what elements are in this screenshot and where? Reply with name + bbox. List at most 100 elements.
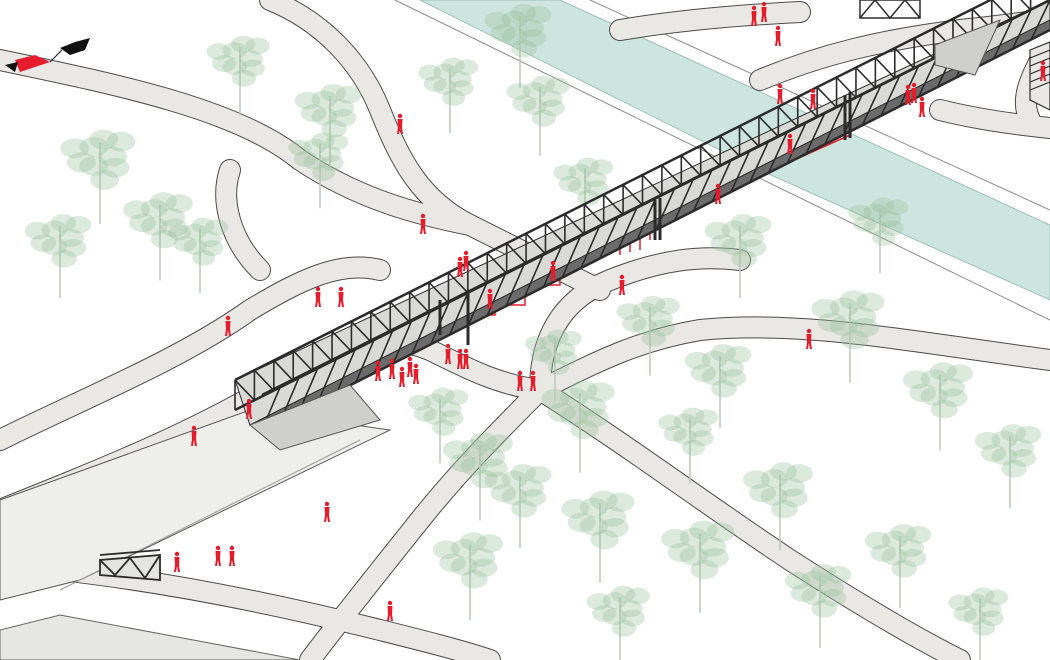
person-icon [389, 358, 395, 379]
person-icon [806, 328, 812, 349]
tree-icon [684, 344, 752, 428]
tree-icon [122, 192, 193, 281]
tree-icon [60, 129, 136, 224]
person-icon [715, 183, 721, 204]
truss-diagonal [373, 328, 395, 374]
truss-diagonal [317, 357, 338, 402]
truss-diagonal [564, 213, 585, 235]
truss-diagonal [874, 57, 896, 79]
truss-diagonal [894, 47, 915, 69]
person-icon [761, 1, 767, 22]
person-icon [407, 356, 413, 377]
tree-icon [661, 520, 735, 613]
person-icon [324, 501, 330, 522]
truss-diagonal [253, 369, 275, 392]
truss-diagonal [917, 56, 939, 98]
truss-diagonal [786, 121, 807, 164]
person-icon [911, 82, 917, 103]
person-icon [399, 366, 405, 387]
tree-icon [484, 4, 552, 88]
truss-diagonal [674, 178, 695, 221]
truss-diagonal [692, 168, 714, 212]
person-icon [550, 260, 556, 281]
truss-diagonal [486, 272, 507, 317]
truss-diagonal [700, 145, 721, 167]
truss-diagonal [1020, 0, 1032, 11]
tree-icon [24, 214, 92, 298]
truss-diagonal [389, 301, 411, 323]
truss-diagonal [603, 193, 624, 216]
tree-icon [432, 532, 503, 621]
truss-diagonal [292, 350, 314, 372]
person-icon [215, 545, 221, 566]
truss-diagonal [542, 244, 563, 288]
truss-diagonal [580, 225, 601, 269]
person-icon [787, 133, 793, 154]
truss-diagonal [711, 159, 732, 202]
tree-icon [784, 564, 852, 648]
truss-diagonal [336, 347, 357, 393]
truss-diagonal [331, 330, 353, 352]
truss-diagonal [758, 115, 779, 138]
truss-diagonal [1030, 0, 1050, 40]
tree-icon [658, 407, 719, 484]
person-icon [810, 88, 816, 109]
truss-diagonal [680, 154, 702, 177]
truss-diagonal [622, 184, 644, 206]
truss-diagonal [842, 93, 864, 136]
truss-diagonal [544, 223, 566, 245]
person-icon [338, 286, 344, 307]
stair-icon [1029, 41, 1050, 111]
tree-icon [561, 490, 635, 583]
truss-diagonal [855, 67, 876, 89]
upper-truss [859, 0, 921, 20]
truss-diagonal [598, 215, 620, 259]
truss-diagonal [992, 18, 1014, 59]
tree-icon [974, 424, 1042, 508]
truss-diagonal [447, 272, 469, 294]
tree-icon [553, 157, 614, 234]
person-icon [229, 545, 235, 566]
truss-diagonal [234, 379, 255, 401]
person-icon [445, 343, 451, 364]
truss-diagonal [636, 197, 657, 240]
truss-diagonal [805, 112, 826, 155]
person-icon [905, 84, 911, 105]
truss-diagonal [409, 291, 430, 313]
person-icon [413, 363, 419, 384]
truss-diagonal [617, 206, 638, 250]
person-icon [457, 256, 463, 277]
tree-icon [864, 524, 932, 608]
tree-group [24, 4, 1042, 660]
truss-diagonal [350, 320, 372, 343]
truss-diagonal [719, 135, 741, 157]
tree-icon [811, 290, 885, 383]
tree-icon [848, 197, 909, 274]
tree-icon [484, 464, 552, 548]
person-icon [375, 360, 381, 381]
tree-icon [408, 387, 469, 464]
lower-road [0, 614, 301, 660]
person-icon [619, 274, 625, 295]
truss-diagonal [355, 338, 376, 383]
truss-diagonal [913, 37, 935, 60]
tree-icon [586, 585, 650, 660]
truss-diagonal [738, 125, 760, 147]
truss-diagonal [835, 76, 857, 99]
truss-diagonal [411, 310, 432, 355]
truss-diagonal [561, 234, 582, 278]
person-icon [775, 25, 781, 46]
person-icon [463, 348, 469, 369]
person-icon [919, 96, 925, 117]
truss-bridge [234, 0, 1050, 451]
tree-icon [206, 35, 270, 116]
tree-icon [506, 75, 570, 156]
bridge-abutment [934, 19, 1001, 76]
truss-diagonal [1011, 9, 1032, 50]
truss-diagonal [467, 281, 488, 326]
bridge-abutment [249, 384, 381, 451]
truss-diagonal [661, 164, 682, 187]
canal-edge-line [589, 0, 1050, 211]
promenade-slab [0, 409, 392, 601]
truss-diagonal [525, 233, 547, 255]
